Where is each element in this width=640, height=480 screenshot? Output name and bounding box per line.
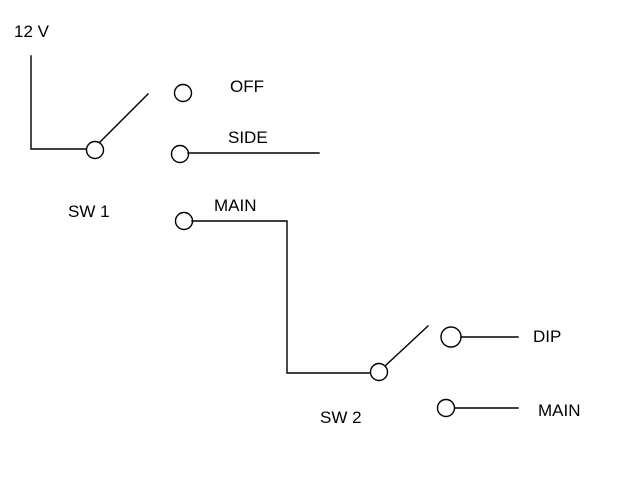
switch-2: SW 2 DIP MAIN — [320, 325, 581, 427]
sw1-lever — [99, 93, 149, 143]
sw2-common-terminal — [369, 362, 389, 382]
sw2-dip-label: DIP — [533, 327, 561, 346]
sw2-lever — [384, 325, 429, 367]
sw1-side-label: SIDE — [228, 128, 268, 147]
sw1-main-label: MAIN — [214, 196, 257, 215]
sw1-label: SW 1 — [68, 202, 110, 221]
sw2-main-terminal — [436, 398, 456, 418]
switch-1: SW 1 OFF SIDE MAIN — [68, 77, 320, 231]
sw1-off-label: OFF — [230, 77, 264, 96]
sw2-dip-terminal — [440, 326, 462, 348]
sw2-main-label: MAIN — [538, 401, 581, 420]
sw1-common-terminal — [85, 140, 105, 160]
supply-voltage-label: 12 V — [14, 22, 50, 41]
sw2-label: SW 2 — [320, 408, 362, 427]
supply-wire — [30, 55, 87, 150]
sw1-main-terminal — [174, 211, 194, 231]
sw1-off-terminal — [173, 83, 193, 103]
sw1-side-terminal — [170, 144, 190, 164]
sw1-to-sw2-wire — [191, 220, 371, 374]
